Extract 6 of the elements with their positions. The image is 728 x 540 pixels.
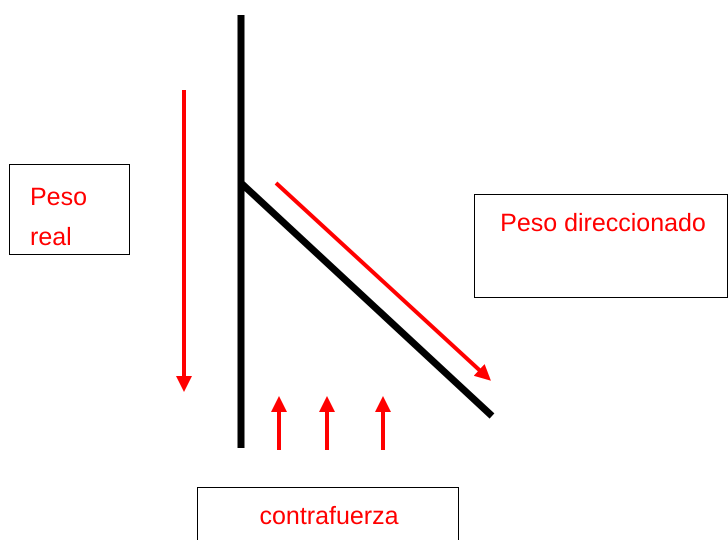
force-label: Peso direccionado [499, 208, 707, 239]
label-box [474, 194, 728, 298]
label-box [197, 487, 459, 540]
force-label: contrafuerza [258, 501, 400, 532]
label-box [9, 164, 130, 255]
force-label: Peso real [30, 182, 88, 253]
